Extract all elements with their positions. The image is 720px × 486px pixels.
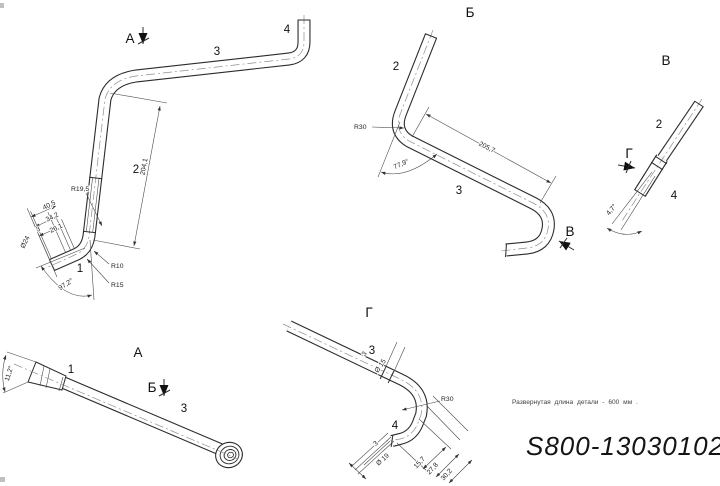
view-arrow-v-label: В (565, 224, 574, 239)
leader-r19-5 (85, 192, 103, 227)
view-b-title: Б (466, 5, 475, 20)
extension-lines-g (351, 341, 469, 475)
dim-26-1-label: 26,1 (49, 223, 64, 235)
dim-line-205-7 (425, 113, 552, 184)
item-2-b: 2 (393, 61, 399, 73)
view-arrow-g-icon (617, 160, 636, 174)
dim-205-7-label: 205,7 (478, 141, 497, 155)
centerline-v (621, 98, 703, 222)
dim-tip-3-label: 3 (372, 440, 380, 448)
dim-line-dia19 (348, 462, 367, 480)
item-4-v: 4 (671, 190, 678, 202)
centerline-main (45, 15, 305, 269)
item-4-g: 4 (392, 420, 399, 432)
view-arrow-b-icon (158, 379, 171, 397)
dim-line-34-2 (34, 216, 57, 228)
centerline-a (13, 363, 239, 460)
view-a-title: А (133, 345, 142, 360)
item-1-a: 1 (68, 364, 74, 376)
item-2-main: 2 (133, 164, 139, 176)
dim-27-8-label: 27,8 (426, 462, 440, 477)
coil-end-bore (227, 451, 234, 459)
view-g-title: Г (365, 305, 373, 320)
item-3-main: 3 (214, 46, 220, 58)
scan-mark-top-left (0, 3, 4, 8)
view-b: Б 2 3 R30 205,7 77,9° В (353, 5, 575, 258)
angle-arc-main (40, 265, 93, 298)
dim-angle-97-2-label: 97,2° (57, 276, 75, 292)
angle-rays-a (2, 351, 37, 394)
end-faces-b (424, 33, 507, 258)
angle-arc-b (380, 153, 438, 175)
view-arrow-v-icon (558, 237, 575, 251)
dim-angle-4-7-label: 4,7° (604, 202, 618, 217)
leader-r30-b (371, 126, 405, 130)
dim-dia24-label: Ø24 (20, 235, 32, 250)
angle-rays-v (611, 171, 656, 231)
item-4-main: 4 (284, 24, 291, 36)
angle-arc-a (2, 354, 7, 393)
part-number: S800-13030102 (526, 431, 720, 461)
view-a: А 1 3 11,2° Б (2, 345, 243, 469)
dim-line-30-2 (448, 459, 473, 484)
unfolded-length-note: Развернутая длина детали - 600 мм . (512, 399, 638, 406)
dim-34-2-label: 34,2 (45, 212, 60, 224)
tube-fill-g (286, 321, 427, 446)
dim-line-26-1 (38, 228, 56, 237)
angle-arc-v (606, 227, 643, 235)
sleeve-lines-main (86, 177, 100, 233)
dim-15-7-label: 15,7 (413, 456, 427, 471)
dim-40-5-label: 40,5 (42, 200, 57, 212)
leader-r30-g (401, 400, 441, 411)
view-v-title: В (661, 53, 670, 68)
title-block: Развернутая длина детали - 600 мм . S800… (512, 399, 720, 461)
dim-line-15-7 (422, 446, 447, 470)
coil-end-mid (219, 445, 240, 465)
dim-line-40-5 (30, 205, 57, 218)
dim-angle-11-2-label: 11,2° (3, 365, 15, 382)
dim-dia19-label: Ø 19 (375, 452, 391, 467)
view-arrow-g-label: Г (625, 146, 633, 161)
scan-mark-bottom-left (0, 477, 5, 482)
dim-r30-b-label: R30 (354, 124, 367, 131)
dim-3-label: 3 (35, 226, 42, 234)
dim-r19-5-label: R19,5 (71, 186, 89, 193)
view-v: В 2 4 4,7° Г (603, 53, 704, 235)
flare-end-a (27, 361, 67, 391)
dim-sleeve-3-label: 3 (361, 350, 369, 357)
dim-line-27-8 (435, 453, 460, 478)
item-3-g: 3 (369, 345, 375, 357)
item-3-a: 3 (181, 403, 187, 415)
leader-r15 (86, 258, 110, 284)
dim-line-204-1 (133, 105, 161, 247)
dim-angle-77-9-label: 77,9° (392, 157, 410, 171)
dim-r10-label: R10 (111, 263, 124, 270)
view-arrow-a-icon (137, 27, 150, 45)
centerline-b (398, 29, 549, 252)
end-faces-v (634, 100, 704, 198)
item-2-v: 2 (656, 119, 662, 131)
dim-r15-label: R15 (111, 282, 124, 289)
tube-fill-a (59, 377, 225, 455)
view-arrow-b-label: Б (148, 380, 157, 395)
centerline-g (282, 323, 423, 442)
coil-end-inner (223, 449, 237, 461)
dim-r30-g-label: R30 (441, 396, 454, 403)
item-3-b: 3 (456, 185, 462, 197)
leader-r10 (93, 250, 110, 265)
view-arrow-a-label: А (125, 31, 134, 46)
view-main: 204,1 R19,5 40,5 34,2 26,1 3 Ø24 R10 R15… (19, 15, 311, 301)
item-1-main: 1 (77, 263, 83, 275)
view-g: Г 3 4 3 Ø 15 R30 3 Ø 19 15,7 27,8 30,2 (282, 305, 473, 484)
dim-204-1-label: 204,1 (140, 158, 150, 176)
tube-fill-b (392, 34, 554, 256)
